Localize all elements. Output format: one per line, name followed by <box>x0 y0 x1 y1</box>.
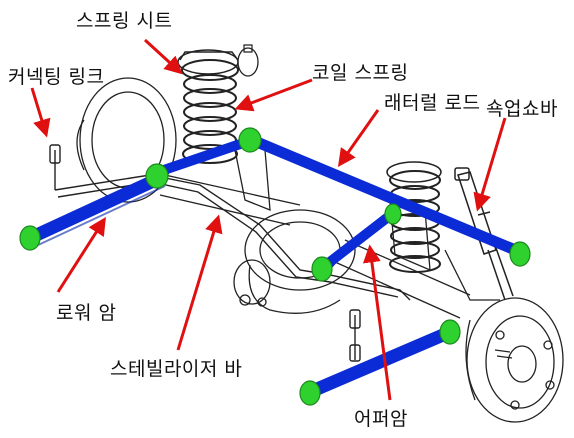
bushing <box>238 127 262 153</box>
stabilizer-bar-art <box>49 144 411 362</box>
leader-arrows <box>30 38 507 401</box>
label-spring-seat: 스프링 시트 <box>76 10 173 32</box>
arrow-lower-arm <box>56 216 106 293</box>
arrow-spring-seat <box>143 38 183 75</box>
lateral-rod <box>246 134 526 258</box>
label-connecting-link: 커넥팅 링크 <box>8 66 105 88</box>
bushing <box>19 225 41 251</box>
arrow-stabilizer-bar <box>176 214 223 351</box>
arrow-connecting-link <box>30 87 51 138</box>
bushings <box>19 127 531 406</box>
label-lower-arm: 로워 암 <box>56 302 117 324</box>
label-stabilizer-bar: 스테빌라이저 바 <box>110 358 243 380</box>
upper-arm-right <box>317 209 397 273</box>
label-upper-arm: 어퍼암 <box>354 408 408 430</box>
arrow-lateral-rod <box>337 109 380 167</box>
lower-arm-right <box>303 325 457 399</box>
bushing <box>311 256 333 282</box>
label-lateral-rod: 래터럴 로드 <box>384 92 481 114</box>
label-shock-absorber: 쇽업쇼바 <box>486 98 558 120</box>
lower-arm-left <box>23 171 167 247</box>
bushing <box>509 241 531 267</box>
bushing <box>145 163 169 189</box>
bushing <box>299 380 321 406</box>
label-coil-spring: 코일 스프링 <box>312 62 409 84</box>
bushing <box>384 203 402 225</box>
bushing <box>439 319 461 345</box>
arrow-shock-absorber <box>473 117 507 212</box>
arrow-coil-spring <box>234 78 313 112</box>
arrow-upper-arm <box>362 244 392 401</box>
